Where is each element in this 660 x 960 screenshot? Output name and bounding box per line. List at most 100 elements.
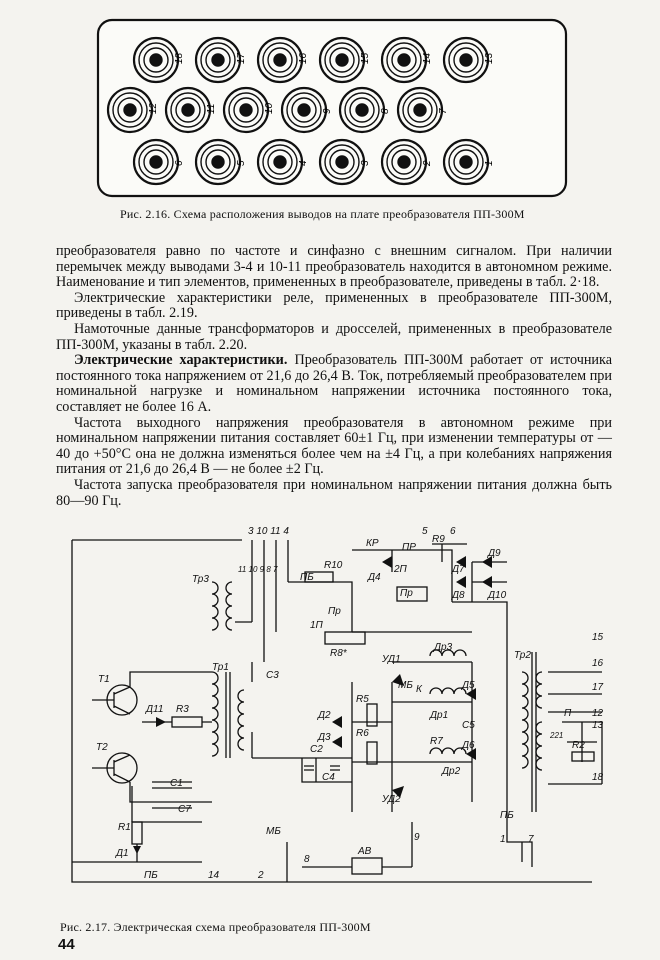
dr1-label: Др1 — [429, 710, 448, 721]
r3-label: R3 — [176, 704, 189, 715]
ud1-label: УД1 — [381, 654, 401, 665]
terminal-1: 1 — [442, 138, 495, 186]
c3-label: С3 — [266, 670, 279, 681]
terminal-6: 6 — [132, 138, 185, 186]
terminal-7-label: 7 — [528, 834, 534, 845]
p-label: П — [564, 708, 572, 719]
r5-label: R5 — [356, 694, 369, 705]
terminal-11: 11 — [164, 86, 217, 134]
terminal-12: 12 — [106, 86, 159, 134]
terminal-18: 18 — [132, 36, 185, 84]
terminal-6-label: 6 — [450, 526, 456, 537]
d11-label: Д11 — [145, 704, 163, 715]
r1-label: R1 — [118, 822, 131, 833]
terminal-number: 16 — [298, 52, 309, 64]
d3-label: Д3 — [317, 732, 331, 743]
terminal-3: 3 — [318, 138, 371, 186]
n221-label: 221 — [549, 731, 563, 740]
r6-label: R6 — [356, 728, 369, 739]
out-pin-15: 15 — [592, 632, 604, 643]
d8-label: Д8 — [451, 590, 465, 601]
terminal-number: 13 — [484, 52, 495, 64]
terminal-15: 15 — [318, 36, 371, 84]
terminal-number: 15 — [360, 52, 371, 64]
terminal-7: 7 — [396, 86, 449, 134]
terminal-5: 5 — [194, 138, 247, 186]
terminal-17: 17 — [194, 36, 247, 84]
paragraph-4: Электрические характеристики. Преобразов… — [56, 352, 612, 415]
top-terminals-label: 3 10 11 4 — [248, 526, 289, 537]
out-pin-16: 16 — [592, 658, 604, 669]
terminal-13: 13 — [442, 36, 495, 84]
d1-label: Д1 — [115, 848, 129, 859]
mb-bottom-label: МБ — [266, 826, 281, 837]
r2-label: R2 — [572, 740, 585, 751]
page-number: 44 — [58, 936, 75, 953]
terminal-10: 10 — [222, 86, 275, 134]
k-label: К — [416, 684, 423, 695]
terminal-number: 5 — [236, 160, 247, 166]
ud2-label: УД2 — [381, 794, 401, 805]
pr-label: ПР — [402, 542, 416, 553]
terminal-number: 7 — [438, 108, 449, 114]
terminal-9-label: 9 — [414, 832, 420, 843]
tr2-label: Тр2 — [514, 650, 531, 661]
terminal-number: 9 — [322, 108, 333, 114]
terminal-1-label: 1 — [500, 834, 506, 845]
r9-label: R9 — [432, 534, 445, 545]
terminal-number: 2 — [422, 160, 433, 167]
terminal-14-label: 14 — [208, 870, 220, 881]
pb-label: ПБ — [300, 572, 314, 583]
pr-contact-label: Пр — [328, 606, 341, 617]
d2-label: Д2 — [317, 710, 331, 721]
paragraph-3: Намоточные данные трансформаторов и дрос… — [56, 320, 612, 353]
d4-label: Д4 — [367, 572, 381, 583]
c5-label: С5 — [462, 720, 475, 731]
d10-label: Д10 — [487, 590, 507, 601]
terminal-number: 18 — [174, 52, 185, 64]
terminal-2-label: 2 — [257, 870, 264, 881]
terminal-2: 2 — [380, 138, 433, 186]
paragraph-5: Частота выходного напряжения преобразова… — [56, 414, 612, 478]
terminal-number: 1 — [484, 160, 495, 166]
r8-label: R8* — [330, 648, 348, 659]
pb-right-label: ПБ — [500, 810, 514, 821]
converter-schematic: 3 10 11 4 5 6 КР ПР R9 R10 ПБ Д4 2П Д7 Д… — [71, 526, 604, 883]
n2p-label: 2П — [393, 564, 408, 575]
section-heading: Электрические характеристики. — [74, 352, 288, 369]
tr3-label: Тр3 — [192, 574, 209, 585]
r7-label: R7 — [430, 736, 443, 747]
d9-label: Д9 — [487, 548, 501, 559]
terminal-number: 3 — [360, 160, 371, 166]
av-label: АВ — [357, 846, 372, 857]
d5-label: Д5 — [461, 680, 475, 691]
pb-bottom-label: ПБ — [144, 870, 158, 881]
tr3-pins-label: 11 10 9 8 7 — [238, 565, 278, 574]
kr-label: КР — [366, 538, 379, 549]
paragraph-4-body: Преобразователь ПП-300М работает от исто… — [56, 352, 612, 415]
mb-label: МБ — [398, 680, 413, 691]
n1p-label: 1П — [310, 620, 324, 631]
terminal-4: 4 — [256, 138, 309, 186]
out-pin-18: 18 — [592, 772, 604, 783]
terminal-14: 14 — [380, 36, 433, 84]
terminal-number: 6 — [174, 160, 185, 166]
relay-pr-label: Пр — [400, 588, 413, 599]
terminal-5-label: 5 — [422, 526, 428, 537]
terminal-number: 14 — [422, 52, 433, 64]
terminal-number: 11 — [206, 104, 217, 114]
terminal-8-label: 8 — [304, 854, 310, 865]
pin-13: 13 — [592, 720, 604, 731]
dr2-label: Др2 — [441, 766, 461, 777]
c4-label: С4 — [322, 772, 335, 783]
figure-2-17-caption: Рис. 2.17. Электрическая схема преобразо… — [60, 920, 371, 934]
terminal-number: 8 — [380, 108, 391, 114]
t1-label: Т1 — [98, 674, 110, 685]
c2-label: С2 — [310, 744, 323, 755]
terminal-board-diagram: 18 17 16 15 14 13 12 11 10 9 8 7 6 5 4 3 2 1 — [96, 18, 568, 198]
d6-label: Д6 — [461, 740, 475, 751]
c7-label: С7 — [178, 804, 191, 815]
terminal-number: 17 — [236, 52, 247, 64]
c1-label: С1 — [170, 778, 183, 789]
